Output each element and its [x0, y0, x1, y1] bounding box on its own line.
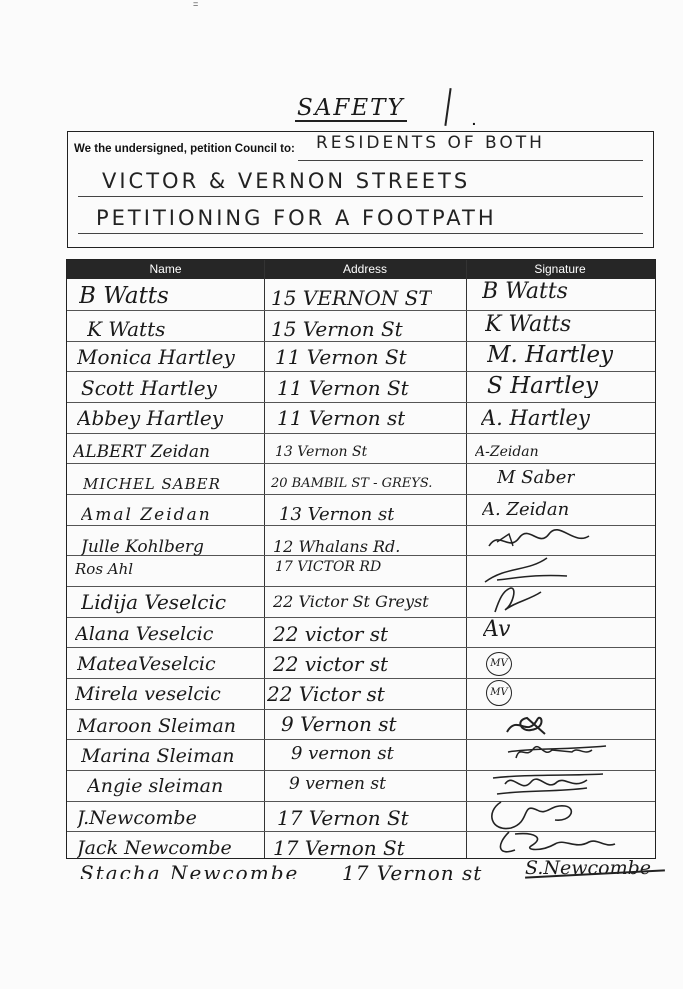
table-row-19-signature — [499, 831, 616, 853]
table-row-7-signature: M Saber — [497, 467, 575, 488]
table-row-9-name: Julle Kohlberg — [81, 537, 204, 557]
table-row-19-address: 17 Vernon St — [273, 836, 405, 860]
row-rule — [67, 341, 655, 342]
table-row-2-signature: K Watts — [485, 313, 572, 337]
table-row-3-name: Monica Hartley — [77, 345, 235, 369]
table-row-6-signature: A-Zeidan — [475, 444, 539, 460]
petition-preamble: We the undersigned, petition Council to: — [74, 143, 295, 155]
table-row-11-signature — [494, 587, 542, 613]
table-row-9-address: 12 Whalans Rd. — [273, 537, 401, 556]
table-row-5-signature: A. Hartley — [481, 406, 590, 430]
table-row-6-address: 13 Vernon St — [275, 444, 368, 460]
row-rule — [67, 678, 655, 679]
table-row-3-address: 11 Vernon St — [275, 345, 407, 369]
table-row-8-name: Amal Zeidan — [81, 505, 212, 525]
table-row-9-signature — [488, 528, 590, 547]
petition-line-1: RESIDENTS OF BOTH — [316, 133, 545, 153]
column-divider — [264, 260, 265, 858]
writing-line — [78, 233, 643, 234]
table-row-10-signature — [484, 557, 568, 583]
table-row-13-signature: MV — [486, 652, 512, 676]
table-header: Name Address Signature — [67, 260, 655, 279]
heading-dot: . — [472, 112, 476, 128]
table-row-8-address: 13 Vernon st — [279, 504, 395, 525]
row-rule — [67, 463, 655, 464]
row-rule — [67, 831, 655, 832]
table-row-15-signature — [506, 716, 546, 735]
table-row-1-address: 15 VERNON ST — [271, 286, 432, 310]
table-row-4-address: 11 Vernon St — [277, 376, 409, 400]
petition-line-3: PETITIONING FOR A FOOTPATH — [96, 206, 497, 230]
table-row-13-name: MateaVeselcic — [77, 653, 216, 675]
table-row-17-signature — [492, 773, 604, 795]
table-row-17-address: 9 vernen st — [289, 774, 386, 794]
table-row-7-address: 20 BAMBIL ST - GREYS. — [271, 476, 433, 491]
row-rule — [67, 494, 655, 495]
row-rule — [67, 617, 655, 618]
table-row-4-signature: S Hartley — [487, 374, 599, 398]
row-rule — [67, 770, 655, 771]
table-row-10-name: Ros Ahl — [75, 560, 134, 578]
table-row-5-address: 11 Vernon st — [277, 406, 406, 430]
table-row-18-address: 17 Vernon St — [277, 806, 409, 830]
column-header-signature: Signature — [534, 262, 586, 276]
table-row-11-name: Lidija Veselcic — [81, 590, 227, 614]
row-rule — [67, 709, 655, 710]
writing-line — [298, 160, 643, 161]
table-row-6-name: ALBERT Zeidan — [73, 442, 210, 462]
row-rule — [67, 801, 655, 802]
table-row-15-address: 9 Vernon st — [281, 712, 397, 736]
table-row-10-address: 17 VICTOR RD — [275, 559, 382, 575]
table-row-14-address: 22 Victor st — [267, 682, 385, 706]
column-divider — [466, 260, 467, 858]
table-row-5-name: Abbey Hartley — [77, 406, 224, 430]
column-header-address: Address — [342, 262, 388, 276]
extra-entry-name: Stacha Newcombe — [80, 861, 300, 879]
petition-statement-box: We the undersigned, petition Council to:… — [67, 131, 654, 248]
table-row-2-name: K Watts — [87, 317, 166, 341]
table-row-16-signature — [507, 745, 607, 759]
table-row-12-address: 22 victor st — [273, 622, 388, 646]
table-row-4-name: Scott Hartley — [81, 376, 217, 400]
heading-tick-mark — [444, 88, 452, 126]
table-row-18-name: J.Newcombe — [77, 807, 197, 829]
column-header-name: Name — [149, 262, 182, 276]
table-row-3-signature: M. Hartley — [487, 343, 614, 367]
table-row-1-name: B Watts — [79, 284, 169, 308]
table-row-18-signature — [491, 801, 573, 830]
table-row-15-name: Maroon Sleiman — [77, 715, 237, 737]
row-rule — [67, 525, 655, 526]
signature-table: Name Address Signature B Watts 15 VERNON… — [66, 259, 656, 860]
row-rule — [67, 433, 655, 434]
row-rule — [67, 739, 655, 740]
row-rule — [67, 402, 655, 403]
row-rule — [67, 371, 655, 372]
table-row-14-name: Mirela veselcic — [75, 683, 221, 705]
row-rule — [67, 647, 655, 648]
table-row-12-signature: Av — [483, 618, 511, 642]
row-rule — [67, 586, 655, 587]
table-row-2-address: 15 Vernon St — [271, 317, 403, 341]
row-rule — [67, 310, 655, 311]
handwritten-heading: SAFETY — [295, 96, 407, 122]
table-row-13-address: 22 victor st — [273, 652, 388, 676]
table-row-1-signature: B Watts — [482, 280, 568, 304]
table-row-11-address: 22 Victor St Greyst — [273, 592, 429, 611]
table-row-7-name: MICHEL SABER — [83, 475, 221, 493]
petition-line-2: VICTOR & VERNON STREETS — [102, 169, 471, 193]
table-row-8-signature: A. Zeidan — [482, 499, 570, 520]
extra-entry-address: 17 Vernon st — [342, 861, 483, 885]
table-row-14-signature: MV — [486, 680, 512, 706]
page-mark: = — [193, 0, 199, 9]
table-row-12-name: Alana Veselcic — [75, 623, 214, 645]
row-rule — [67, 555, 655, 556]
writing-line — [78, 196, 643, 197]
table-row-16-name: Marina Sleiman — [81, 745, 235, 767]
table-row-17-name: Angie sleiman — [87, 775, 224, 797]
table-row-19-name: Jack Newcombe — [77, 837, 232, 859]
table-row-16-address: 9 vernon st — [291, 743, 394, 764]
